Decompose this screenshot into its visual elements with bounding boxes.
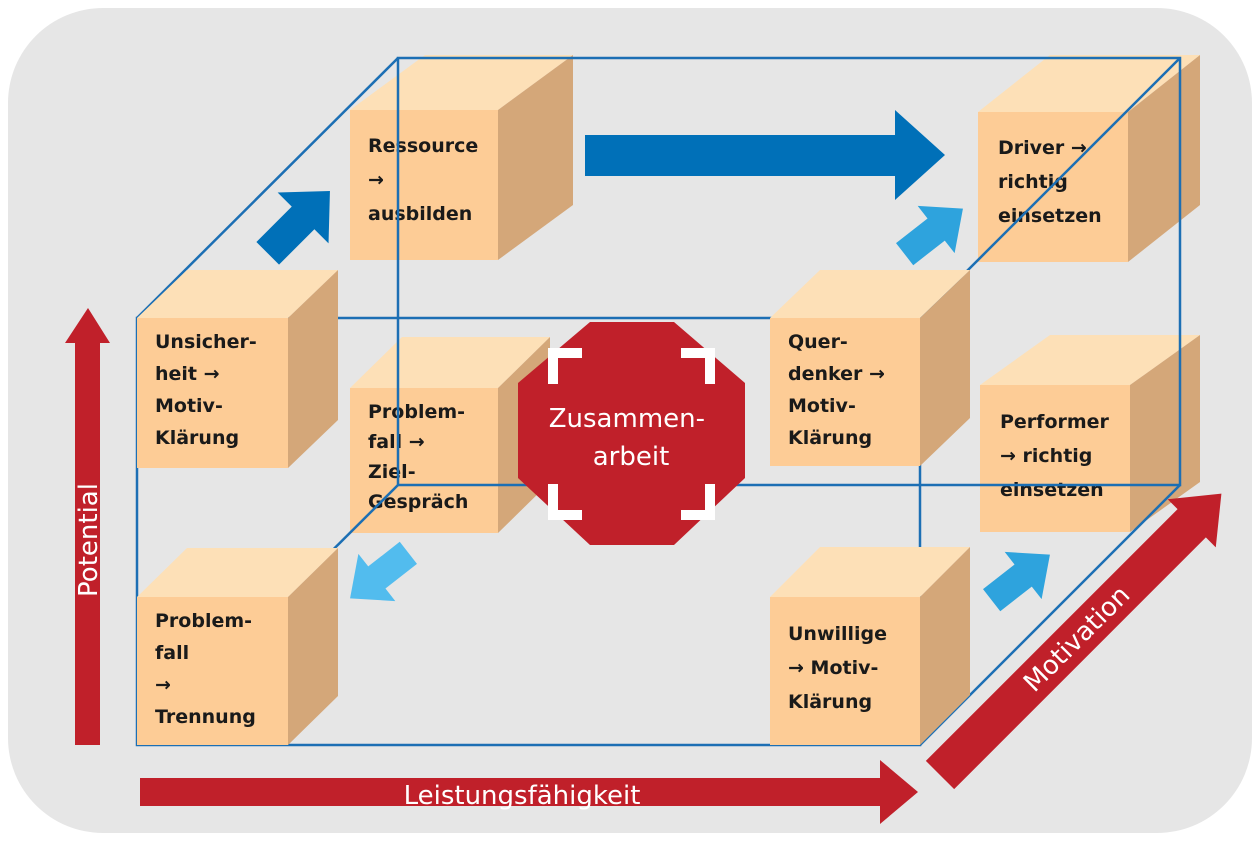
corner-brackets [548, 348, 715, 520]
cube-top [978, 55, 1200, 112]
up-right-arrow [256, 191, 330, 265]
bracket-bottom-left [548, 510, 582, 520]
label-line: → richtig [1000, 445, 1092, 467]
cube-front [137, 318, 288, 468]
bracket-top-left [548, 348, 558, 384]
unwillige-performer-arrow [983, 551, 1050, 612]
label-line: Quer- [788, 331, 848, 353]
center-label-line1: Zusammen- [549, 404, 705, 434]
bracket-bottom-left [548, 484, 558, 520]
cube-top [137, 548, 338, 597]
label-line: einsetzen [998, 205, 1102, 227]
label-line: Gespräch [368, 491, 468, 513]
bracket-top-left [548, 348, 582, 358]
box-label-problemfall-trennung: Problem- fall → Trennung [155, 610, 259, 728]
box-label-unsicherheit: Unsicher- heit → Motiv- Klärung [155, 331, 263, 449]
top-right-arrow [585, 110, 945, 200]
down-left-arrow [350, 541, 417, 602]
cube-top [350, 337, 550, 388]
potential-axis: Potential [65, 308, 110, 745]
box-label-ressource: Ressource → ausbilden [368, 135, 485, 225]
label-line: denker → [788, 363, 885, 385]
leistungsfaehigkeit-label: Leistungsfähigkeit [404, 781, 641, 811]
center-label: Zusammen- arbeit [549, 404, 714, 472]
label-line: Ziel- [368, 461, 416, 483]
label-line: → Motiv- [788, 657, 878, 679]
label-line: fall [155, 642, 189, 664]
label-line: fall → [368, 431, 425, 453]
cube-problemfall-trennung: Problem- fall → Trennung [137, 548, 338, 745]
cube-unsicherheit: Unsicher- heit → Motiv- Klärung [137, 270, 338, 468]
cube-front [350, 110, 498, 260]
label-line: heit → [155, 363, 220, 385]
cube-driver: Driver → richtig einsetzen [978, 55, 1200, 262]
label-line: Klärung [788, 691, 872, 713]
cube-front [770, 318, 920, 466]
label-line: → [155, 674, 171, 696]
motivation-arrow [925, 493, 1222, 790]
box-label-unwillige: Unwillige → Motiv- Klärung [788, 623, 894, 713]
cube-side [498, 55, 573, 260]
arrow-shape [983, 551, 1050, 612]
cube-front [770, 597, 920, 745]
label-line: Motiv- [788, 395, 856, 417]
label-line: ausbilden [368, 203, 472, 225]
center-octagon [518, 322, 745, 545]
potential-arrow [65, 308, 110, 745]
cube-front [980, 385, 1130, 532]
cube-front [137, 597, 288, 745]
bracket-top-right [681, 348, 715, 358]
box-label-performer: Performer → richtig einsetzen [1000, 411, 1116, 501]
cube-top [770, 270, 970, 318]
cube-front [978, 112, 1128, 262]
arrow-shape [896, 205, 963, 266]
box-label-querdenker: Quer- denker → Motiv- Klärung [788, 331, 892, 449]
cube-side [288, 270, 338, 468]
center-label-line2: arbeit [593, 442, 670, 472]
bracket-top-right [705, 348, 715, 384]
label-line: Unwillige [788, 623, 887, 645]
cube-querdenker: Quer- denker → Motiv- Klärung [770, 270, 970, 466]
label-line: Problem- [155, 610, 252, 632]
arrow-shape [256, 191, 330, 265]
cube-side [1130, 335, 1200, 532]
cube-performer: Performer → richtig einsetzen [980, 335, 1200, 532]
frame-edge [136, 57, 399, 319]
label-line: Trennung [155, 706, 256, 728]
cube-unwillige: Unwillige → Motiv- Klärung [770, 547, 970, 745]
leistungsfaehigkeit-arrow [140, 760, 918, 824]
cube-side [288, 548, 338, 745]
label-line: einsetzen [1000, 479, 1104, 501]
label-line: Motiv- [155, 395, 223, 417]
arrow-shape [350, 541, 417, 602]
cube-top [350, 55, 573, 110]
querdenker-driver-arrow [896, 205, 963, 266]
label-line: Unsicher- [155, 331, 257, 353]
cube-top [137, 270, 338, 318]
cube-top [770, 547, 970, 597]
label-line: Ressource [368, 135, 478, 157]
cube-ressource: Ressource → ausbilden [350, 55, 573, 260]
leistungsfaehigkeit-axis: Leistungsfähigkeit [140, 760, 918, 824]
box-label-problemfall-ziel: Problem- fall → Ziel- Gespräch [368, 401, 472, 513]
label-line: Performer [1000, 411, 1110, 433]
label-line: Driver → [998, 137, 1087, 159]
cube-side [920, 270, 970, 466]
center-zusammenarbeit: Zusammen- arbeit [518, 322, 745, 545]
label-line: Klärung [155, 427, 239, 449]
label-line: Problem- [368, 401, 465, 423]
cube-side [1128, 55, 1200, 262]
label-line: Klärung [788, 427, 872, 449]
label-line: → [368, 169, 384, 191]
cube-top [980, 335, 1200, 385]
potential-label: Potential [74, 483, 104, 597]
bracket-bottom-right [681, 510, 715, 520]
cube-side [920, 547, 970, 745]
bracket-bottom-right [705, 484, 715, 520]
